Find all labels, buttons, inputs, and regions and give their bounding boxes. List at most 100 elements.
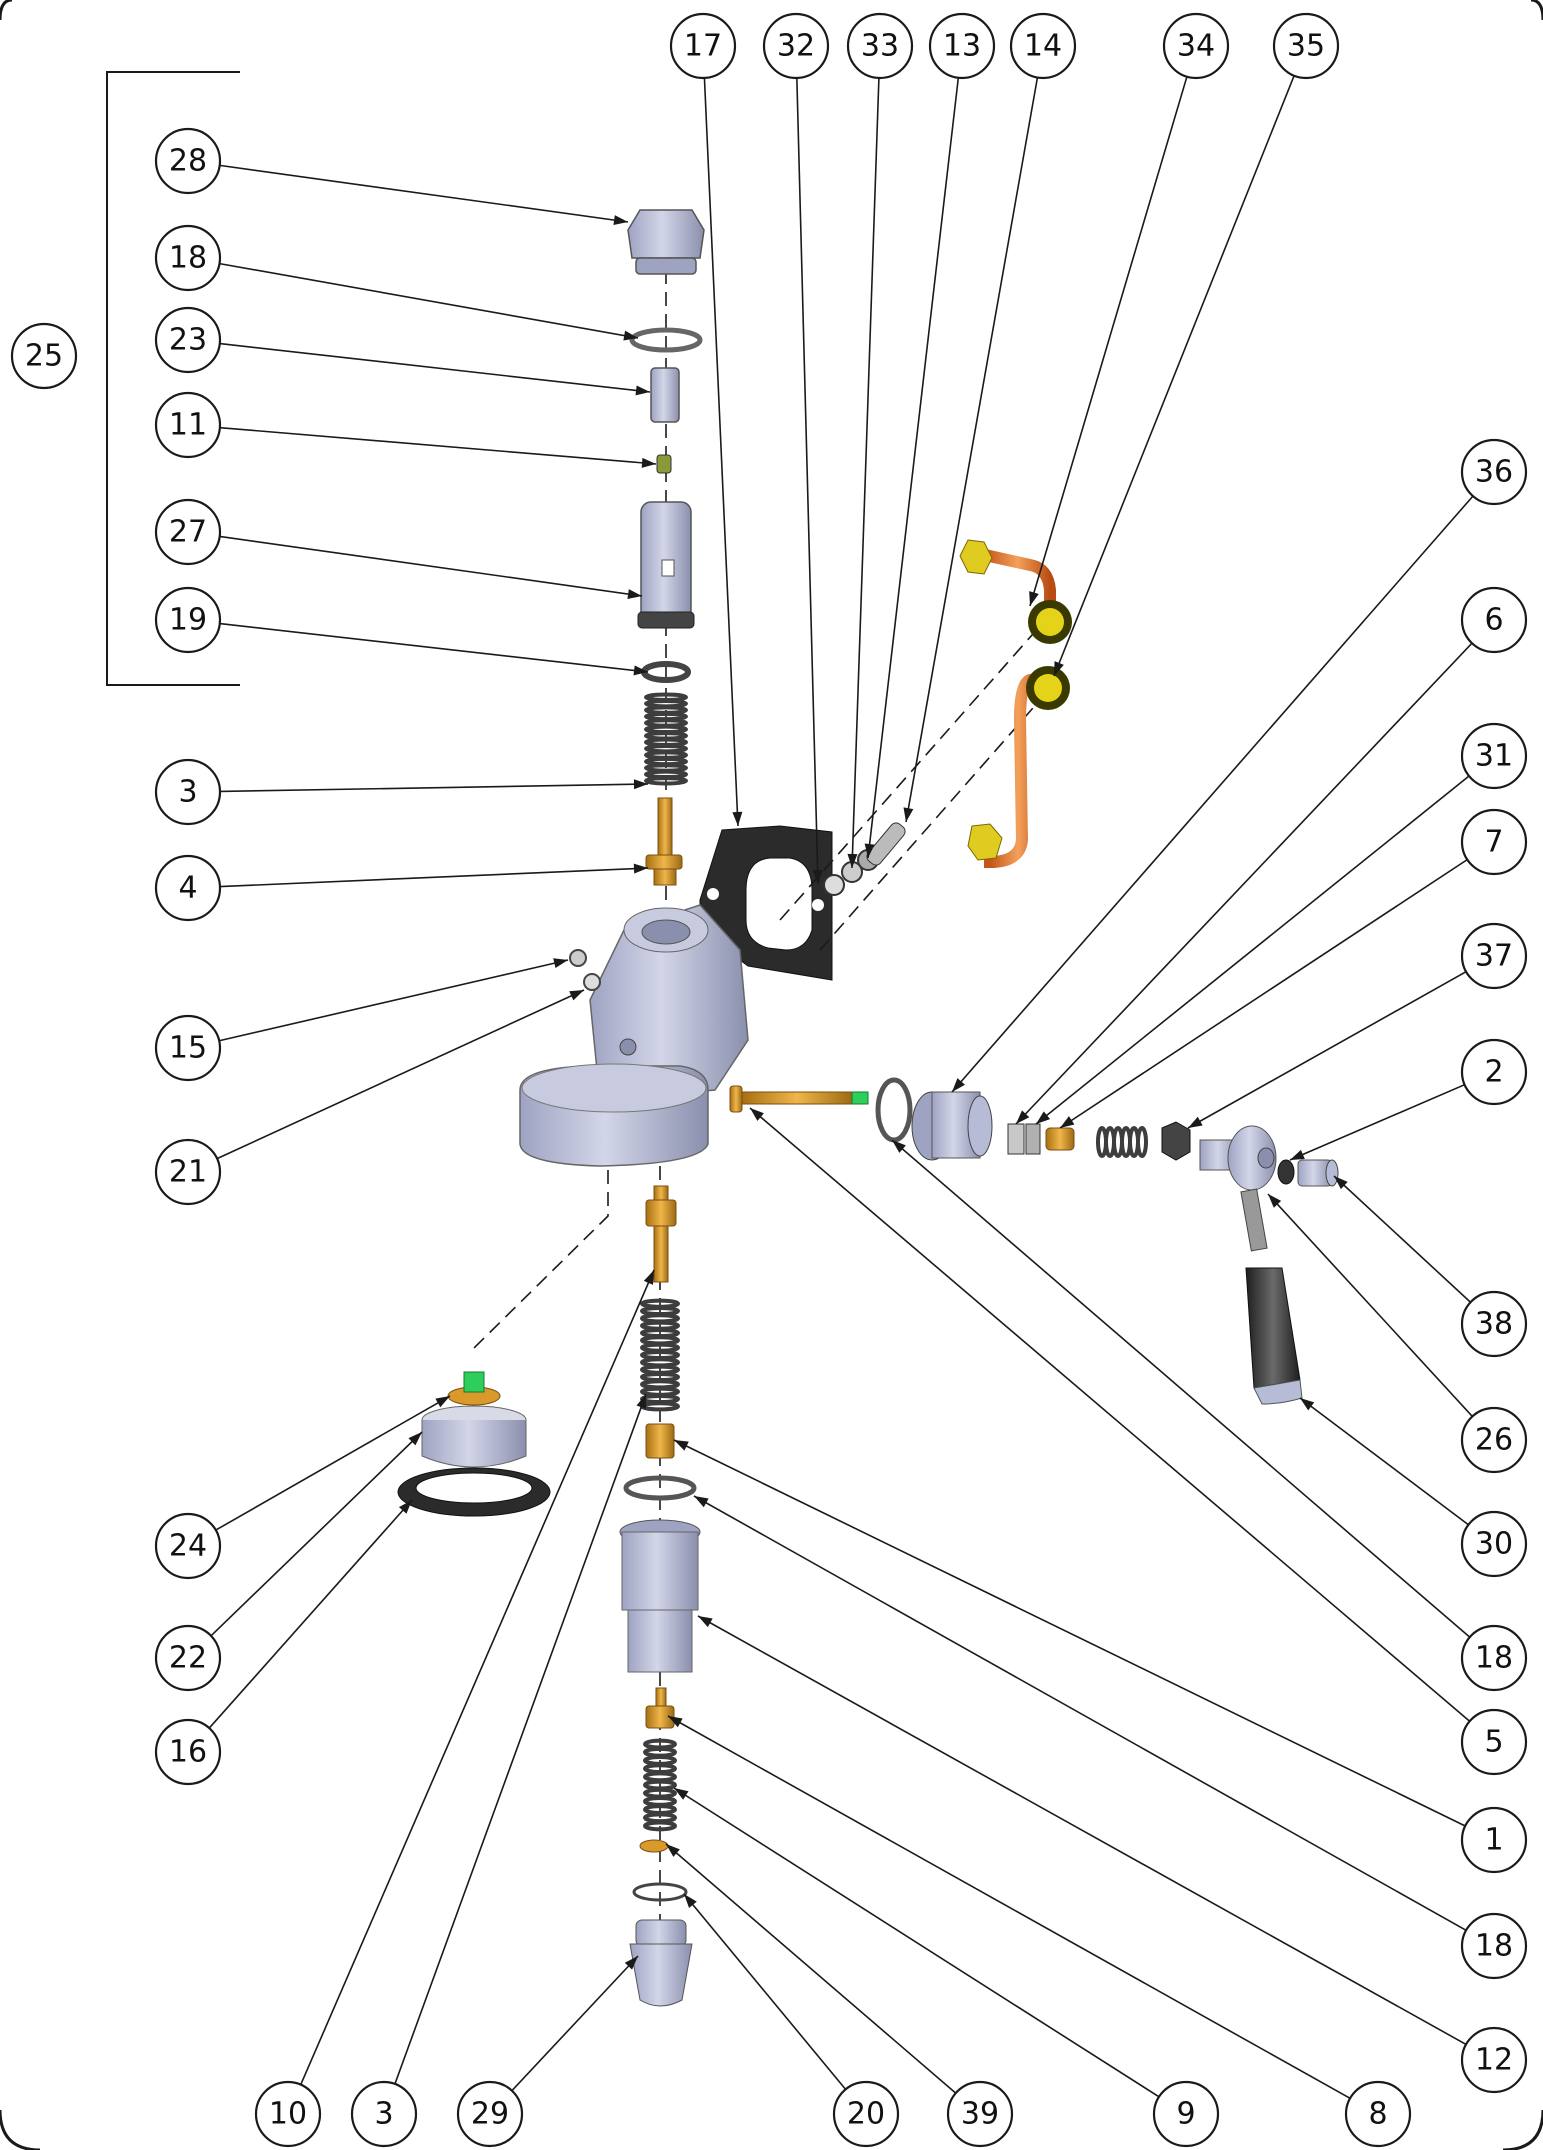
balloon-2: 2 [1460,1038,1528,1106]
part-24-valve-disk [447,1371,501,1406]
leader-b33 [851,77,880,869]
balloon-label: 18 [1475,1929,1513,1964]
part-7-bushing [1045,1127,1075,1151]
arrow-b6 [1016,1110,1030,1124]
leader-b17 [703,77,739,827]
balloon-11: 11 [154,391,222,459]
balloon-36: 36 [1460,438,1528,506]
balloon-circle [1009,12,1077,80]
part-18-oring-side [875,1077,913,1143]
balloon-22: 22 [154,1624,222,1692]
arrow-b4 [633,863,648,874]
balloon-label: 39 [961,2097,999,2132]
part-28-cap [627,209,705,275]
balloon-label: 28 [169,144,207,179]
balloon-26: 26 [1460,1406,1528,1474]
balloon-label: 19 [169,603,207,638]
arrow-b20 [684,1894,697,1908]
balloon-circle [154,1014,222,1082]
balloon-label: 14 [1024,29,1062,64]
part-1-plug [645,1423,675,1459]
part-10-stem-bottom [645,1185,677,1283]
arrow-b19 [633,665,648,676]
part-27-valve-body [637,501,695,629]
balloon-34: 34 [1162,12,1230,80]
balloon-17: 17 [669,12,737,80]
balloon-circle [154,1718,222,1786]
balloon-label: 34 [1177,29,1215,64]
balloon-33: 33 [846,12,914,80]
arrow-b35 [1054,661,1064,676]
balloon-circle [154,586,222,654]
leader-b7 [1059,858,1468,1129]
leader-b4 [219,867,649,888]
balloon-20: 20 [832,2080,900,2148]
balloon-13: 13 [928,12,996,80]
arrow-b37 [1188,1116,1203,1128]
leader-b3a [219,783,649,793]
leader-b31 [1035,775,1470,1125]
balloon-label: 22 [169,1641,207,1676]
balloon-23: 23 [154,306,222,374]
part-16-gasket-ring [397,1467,551,1517]
balloon-circle [832,2080,900,2148]
balloon-3: 3 [350,2080,418,2148]
arrow-b16 [398,1500,412,1514]
balloon-label: 8 [1368,2097,1387,2132]
balloon-circle [1460,1290,1528,1358]
balloon-label: 36 [1475,455,1513,490]
arrow-b27 [627,589,642,599]
balloon-circle [946,2080,1014,2148]
balloon-7: 7 [1460,808,1528,876]
balloon-10: 10 [254,2080,322,2148]
balloon-circle [1272,12,1340,80]
arrow-b13 [864,843,875,858]
balloon-circle [1460,1510,1528,1578]
part-37-nut [1161,1121,1191,1161]
balloon-circle [1460,2026,1528,2094]
balloon-18: 18 [1460,1912,1528,1980]
leader-b11 [219,426,657,465]
balloon-9: 9 [1152,2080,1220,2148]
leader-b6 [1015,642,1473,1125]
balloon-circle [846,12,914,80]
arrow-b38 [1334,1176,1348,1190]
arrow-b2 [1290,1149,1305,1160]
balloon-38: 38 [1460,1290,1528,1358]
leader-b10 [299,1269,655,2085]
balloon-label: 21 [169,1155,207,1190]
part-35-tube [967,666,1070,869]
balloon-3: 3 [154,758,222,826]
balloon-18: 18 [154,224,222,292]
balloon-circle [254,2080,322,2148]
balloon-label: 30 [1475,1527,1513,1562]
balloon-19: 19 [154,586,222,654]
balloon-circle [1162,12,1230,80]
balloon-16: 16 [154,1718,222,1786]
leader-b36 [951,495,1474,1093]
arrow-b30 [1300,1398,1315,1411]
balloon-37: 37 [1460,922,1528,990]
arrow-b24 [435,1396,450,1408]
balloon-circle [154,127,222,195]
part-11-pin [656,454,672,474]
balloon-circle [1460,1406,1528,1474]
balloon-circle [1460,1038,1528,1106]
balloon-circle [154,306,222,374]
arrow-b15 [553,958,568,969]
part-4-stem-top [645,797,683,886]
balloon-27: 27 [154,498,222,566]
part-29-nozzle [629,1919,693,2007]
balloon-label: 12 [1475,2043,1513,2078]
part-22-cup [421,1405,527,1468]
leader-b27 [219,535,643,597]
leader-b26 [1267,1193,1473,1417]
balloon-1: 1 [1460,1806,1528,1874]
part-30-handle [1245,1267,1303,1405]
balloon-circle [1460,922,1528,990]
balloon-39: 39 [946,2080,1014,2148]
balloon-circle [1460,1708,1528,1776]
balloon-label: 26 [1475,1423,1513,1458]
leader-b18b [891,1139,1471,1638]
part-26-lever-body [1199,1125,1277,1252]
